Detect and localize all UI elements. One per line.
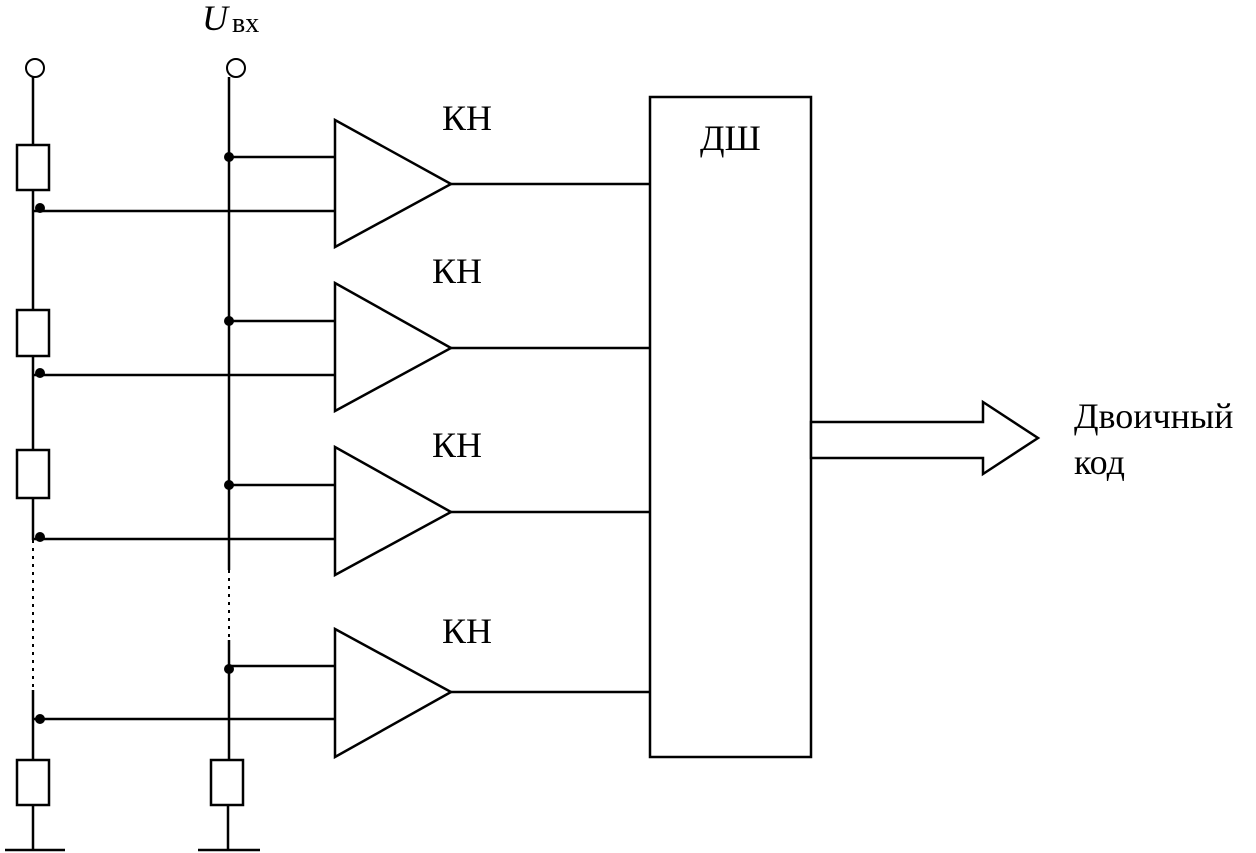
comparator-triangle bbox=[333, 280, 454, 414]
resistor bbox=[209, 758, 245, 807]
comparator-label: КН bbox=[442, 611, 492, 651]
input-terminal bbox=[226, 58, 246, 78]
junction-dot bbox=[35, 203, 45, 213]
input-line bbox=[198, 77, 260, 852]
comparator-label: КН bbox=[432, 425, 482, 465]
comparator: КН bbox=[33, 98, 650, 250]
output-arrow bbox=[809, 399, 1041, 477]
resistor bbox=[15, 143, 51, 192]
reference-terminal bbox=[25, 58, 45, 78]
junction-dot bbox=[224, 480, 234, 490]
junction-dot bbox=[224, 152, 234, 162]
output-label-line1: Двоичный bbox=[1074, 396, 1233, 436]
resistor-divider bbox=[5, 77, 65, 852]
comparator-label: КН bbox=[442, 98, 492, 138]
junction-dot bbox=[224, 664, 234, 674]
comparator-label: КН bbox=[432, 251, 482, 291]
decoder-block: ДШ bbox=[648, 95, 813, 759]
comparator: КН bbox=[33, 251, 650, 414]
comparator-triangle bbox=[333, 626, 454, 760]
input-voltage-subscript: вх bbox=[232, 8, 259, 39]
decoder-rect bbox=[648, 95, 813, 759]
output-label-line2: код bbox=[1074, 442, 1125, 482]
junction-dot bbox=[224, 316, 234, 326]
junction-dot bbox=[35, 532, 45, 542]
junction-dot bbox=[35, 368, 45, 378]
resistor bbox=[15, 448, 51, 500]
decoder-label: ДШ bbox=[700, 118, 761, 158]
junction-dot bbox=[35, 714, 45, 724]
resistor bbox=[15, 308, 51, 358]
comparator-triangle bbox=[333, 444, 454, 578]
comparator: КН bbox=[33, 425, 650, 578]
comparator: КН bbox=[33, 611, 650, 760]
input-voltage-label: U bbox=[202, 0, 230, 38]
resistor bbox=[15, 758, 51, 807]
comparator-triangle bbox=[333, 117, 454, 250]
